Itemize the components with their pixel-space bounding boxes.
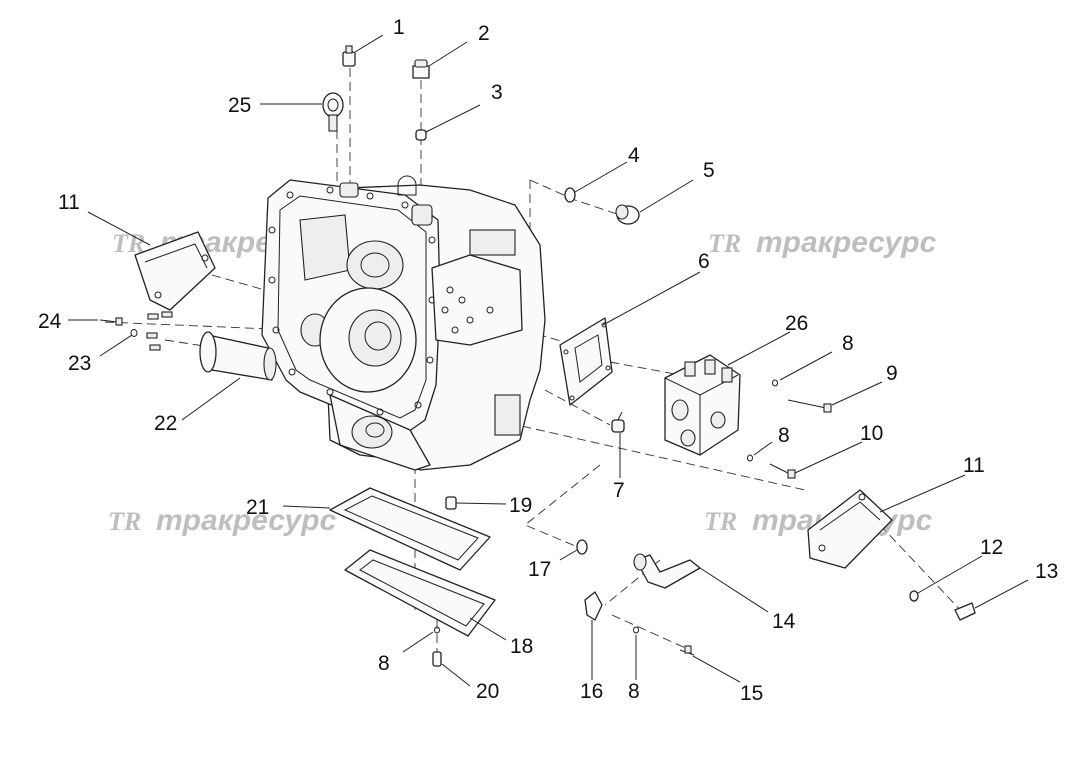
callout-labels: 1 2 3 4 5 6 7 8 8 8 8 9 10 11 11 12 13 1… xyxy=(38,16,1058,705)
part-11-cover-left xyxy=(134,231,216,311)
callout-16: 16 xyxy=(580,680,603,703)
callout-14: 14 xyxy=(772,610,796,633)
part-15-bolt xyxy=(679,645,695,656)
callout-15: 15 xyxy=(740,682,763,705)
part-9-bolt xyxy=(787,399,832,413)
part-8-washer xyxy=(633,626,639,634)
small-bolts xyxy=(146,311,173,351)
transmission-housing xyxy=(261,175,546,471)
callout-8-lower: 8 xyxy=(628,680,640,703)
watermark-text: тракресурс xyxy=(756,226,937,259)
part-23-washer xyxy=(130,329,138,337)
callout-3: 3 xyxy=(491,81,503,104)
part-25-eye-bolt xyxy=(322,92,344,132)
part-20-drain-plug xyxy=(432,651,442,667)
part-8-washer xyxy=(747,454,753,462)
callout-9: 9 xyxy=(886,362,898,385)
callout-25: 25 xyxy=(228,94,251,117)
callout-4: 4 xyxy=(628,144,640,167)
part-3-seal xyxy=(415,129,427,141)
part-10-bolt xyxy=(769,463,796,479)
part-1-breather xyxy=(342,45,356,67)
part-2-plug xyxy=(412,59,430,79)
part-17-ring xyxy=(576,539,588,555)
watermark-text: тракресурс xyxy=(156,504,337,537)
valve-ports xyxy=(441,286,494,334)
part-16-clamp xyxy=(584,591,603,621)
callout-22: 22 xyxy=(154,412,177,435)
part-4-circlip xyxy=(564,187,576,203)
callout-24: 24 xyxy=(38,310,62,333)
callout-6: 6 xyxy=(698,250,710,273)
part-14-hose xyxy=(633,553,701,589)
callout-8-bottom: 8 xyxy=(378,652,390,675)
part-19-plug xyxy=(445,496,457,510)
leader-lines xyxy=(68,34,1029,687)
watermark-logo: TR xyxy=(708,229,741,258)
watermark-logo: TR xyxy=(704,507,737,536)
part-8-washer xyxy=(434,626,440,634)
part-6-plate xyxy=(559,317,613,406)
part-26-valve-body xyxy=(664,354,741,456)
callout-18: 18 xyxy=(510,635,533,658)
part-22-filter xyxy=(199,331,277,381)
flange-bolts xyxy=(268,186,436,416)
part-24-bolt xyxy=(99,317,123,326)
part-13-bolt xyxy=(954,602,976,621)
callout-23: 23 xyxy=(68,352,91,375)
callout-13: 13 xyxy=(1035,560,1058,583)
callout-19: 19 xyxy=(509,494,532,517)
callout-5: 5 xyxy=(703,159,715,182)
callout-20: 20 xyxy=(476,680,499,703)
part-12-washer xyxy=(909,590,919,602)
callout-7: 7 xyxy=(613,479,625,502)
part-18-oil-pan xyxy=(344,549,496,637)
part-8-washer xyxy=(772,379,778,387)
callout-26: 26 xyxy=(785,312,808,335)
watermark-top-right: TR тракресурс xyxy=(708,226,937,259)
part-21-gasket xyxy=(329,487,491,571)
callout-2: 2 xyxy=(478,22,490,45)
watermark-logo: TR xyxy=(108,507,141,536)
watermark-bottom-left: TR тракресурс xyxy=(108,504,337,537)
part-11-cover-right xyxy=(807,489,893,569)
callout-17: 17 xyxy=(528,558,551,581)
callout-8-middle: 8 xyxy=(778,424,790,447)
callout-12: 12 xyxy=(980,536,1003,559)
callout-11-left: 11 xyxy=(58,191,80,214)
callout-11-right: 11 xyxy=(963,454,985,477)
callout-8-upper: 8 xyxy=(842,332,854,355)
callout-10: 10 xyxy=(860,422,883,445)
part-7-fitting xyxy=(611,411,625,433)
part-5-cap xyxy=(615,204,640,225)
callout-21: 21 xyxy=(246,496,269,519)
callout-1: 1 xyxy=(393,16,405,39)
